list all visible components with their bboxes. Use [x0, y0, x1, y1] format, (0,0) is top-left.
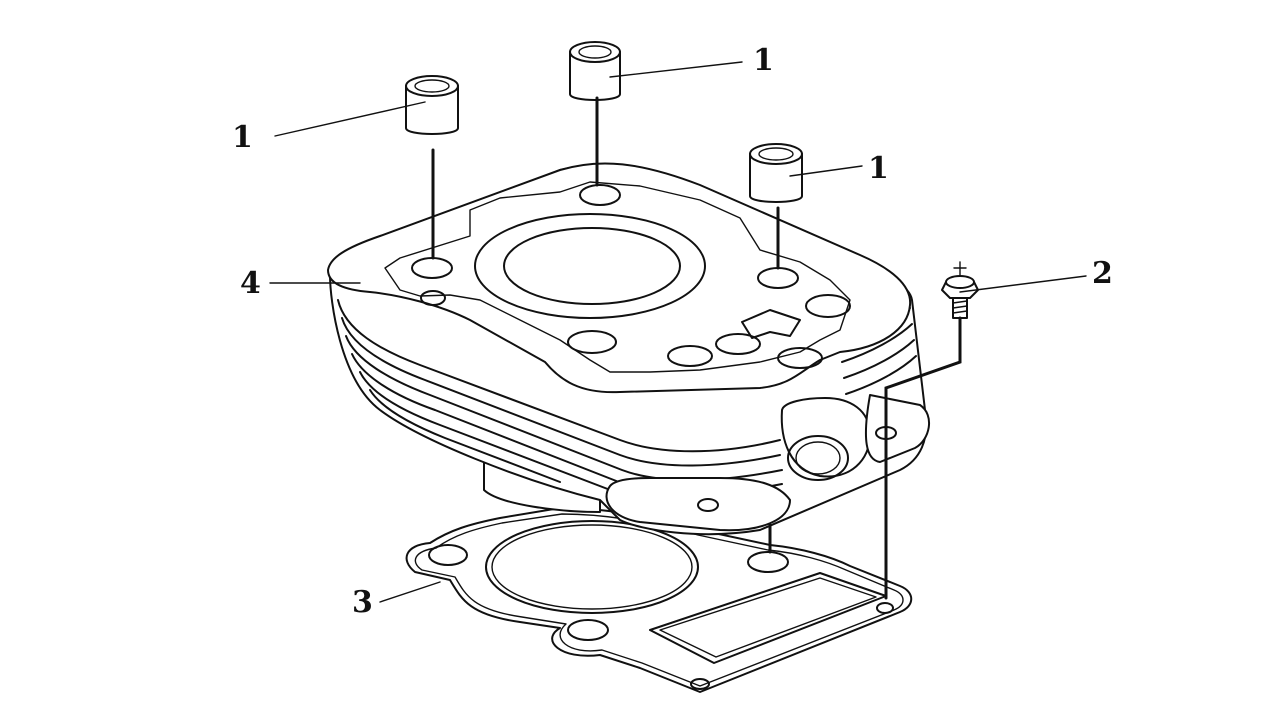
assembly-lines — [431, 96, 962, 600]
leader-lines — [269, 61, 1087, 603]
cylinder-body — [327, 162, 930, 536]
dowel-pin-left — [405, 75, 459, 135]
bolt — [941, 261, 979, 319]
callout-3: 3 — [352, 585, 373, 620]
base-gasket — [405, 507, 913, 693]
dowel-pin-top — [569, 41, 621, 101]
callout-4: 4 — [240, 266, 261, 301]
callout-1-left: 1 — [232, 120, 253, 155]
callout-1-top: 1 — [753, 43, 774, 78]
dowel-pin-right — [749, 143, 803, 203]
callout-1-right: 1 — [868, 151, 889, 186]
callout-2: 2 — [1092, 256, 1113, 291]
callouts: 1 1 1 2 3 4 — [232, 43, 1113, 620]
